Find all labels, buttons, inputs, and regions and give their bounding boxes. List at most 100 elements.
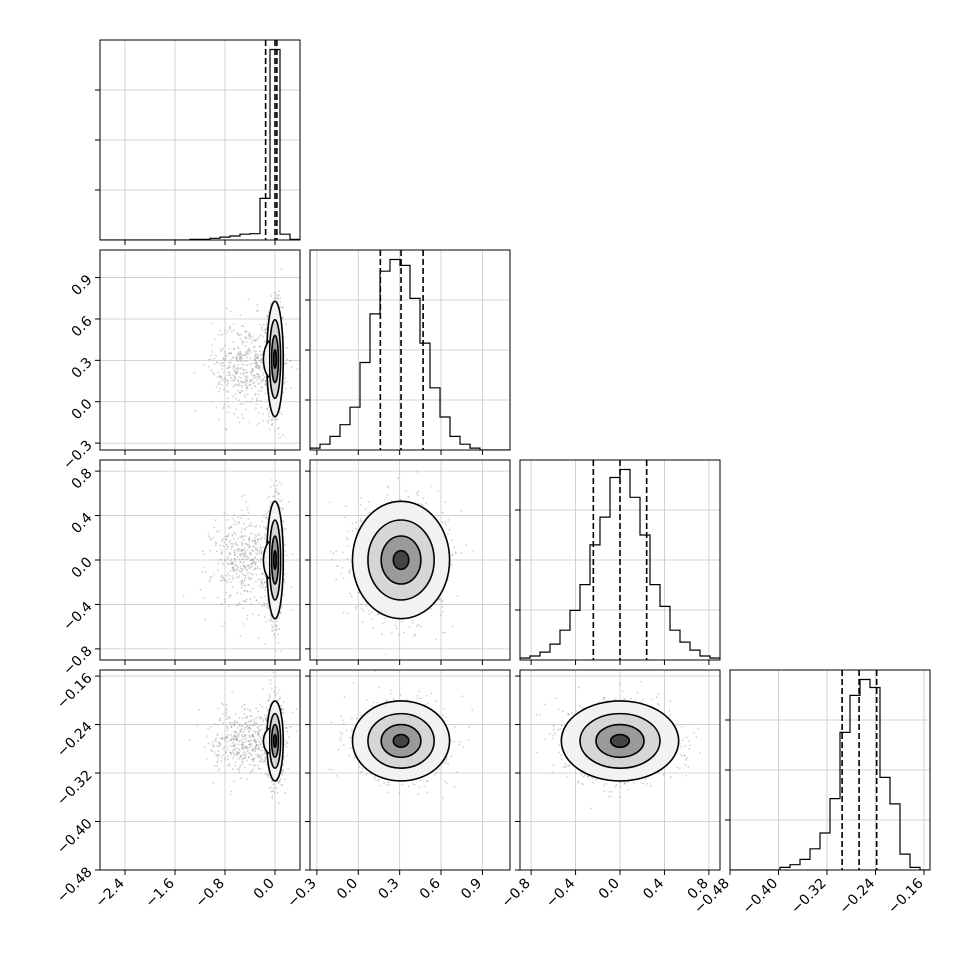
scatter-point bbox=[226, 330, 229, 333]
scatter-point bbox=[414, 633, 417, 636]
scatter-point bbox=[248, 347, 251, 350]
scatter-point bbox=[228, 527, 230, 530]
scatter-point bbox=[237, 566, 239, 569]
scatter-point bbox=[228, 578, 230, 580]
scatter-point bbox=[243, 574, 246, 577]
scatter-point bbox=[232, 329, 235, 332]
scatter-point bbox=[377, 613, 380, 616]
scatter-point bbox=[216, 361, 219, 364]
scatter-point bbox=[269, 303, 272, 306]
scatter-point bbox=[240, 334, 243, 336]
histogram-bin bbox=[410, 298, 420, 450]
scatter-point bbox=[241, 558, 244, 560]
scatter-point bbox=[229, 539, 232, 542]
scatter-point bbox=[229, 359, 232, 361]
scatter-point bbox=[248, 536, 251, 539]
scatter-point bbox=[247, 543, 250, 546]
scatter-point bbox=[211, 401, 214, 403]
scatter-point bbox=[425, 502, 427, 505]
scatter-point bbox=[258, 602, 260, 605]
scatter-point bbox=[230, 526, 232, 529]
scatter-point bbox=[220, 549, 223, 552]
scatter-point bbox=[232, 576, 235, 579]
scatter-point bbox=[238, 558, 241, 561]
scatter-point bbox=[245, 354, 248, 356]
scatter-point bbox=[264, 380, 267, 383]
scatter-point bbox=[256, 303, 259, 306]
scatter-point bbox=[209, 358, 212, 361]
scatter-point bbox=[226, 546, 229, 548]
scatter-point bbox=[252, 369, 255, 371]
scatter-point bbox=[365, 605, 368, 608]
scatter-point bbox=[255, 350, 257, 353]
scatter-point bbox=[257, 390, 260, 392]
scatter-point bbox=[245, 384, 248, 387]
scatter-point bbox=[256, 553, 259, 556]
scatter-point bbox=[231, 331, 233, 333]
scatter-point bbox=[447, 519, 450, 521]
scatter-point bbox=[249, 572, 251, 575]
histogram-step bbox=[310, 258, 510, 450]
scatter-point bbox=[248, 567, 251, 569]
scatter-point bbox=[252, 561, 254, 564]
scatter-point bbox=[229, 570, 232, 572]
scatter-point bbox=[253, 350, 256, 352]
scatter-point bbox=[254, 541, 256, 544]
scatter-point bbox=[229, 374, 232, 376]
scatter-point bbox=[224, 352, 227, 355]
scatter-point bbox=[241, 548, 244, 551]
scatter-point bbox=[237, 346, 240, 349]
scatter-point bbox=[239, 357, 242, 359]
scatter-point bbox=[270, 616, 272, 619]
scatter-point bbox=[261, 582, 264, 585]
scatter-point bbox=[248, 538, 251, 540]
scatter-point bbox=[279, 507, 282, 510]
panel-2-0: −0.8−0.40.00.40.8 bbox=[60, 459, 301, 679]
scatter-point bbox=[242, 402, 245, 405]
scatter-point bbox=[250, 602, 253, 605]
scatter-point bbox=[258, 366, 261, 369]
scatter-point bbox=[240, 549, 243, 552]
scatter-point bbox=[254, 564, 257, 567]
scatter-point bbox=[226, 546, 229, 548]
scatter-point bbox=[255, 552, 257, 555]
scatter-point bbox=[390, 631, 393, 633]
y-tick-label: 0.0 bbox=[69, 554, 96, 581]
scatter-point bbox=[260, 557, 262, 560]
scatter-point bbox=[246, 386, 249, 389]
scatter-point bbox=[387, 486, 390, 489]
scatter-point bbox=[277, 633, 279, 635]
scatter-point bbox=[260, 328, 263, 331]
scatter-point bbox=[253, 525, 256, 528]
scatter-point bbox=[253, 540, 256, 543]
scatter-point bbox=[225, 538, 228, 541]
scatter-point bbox=[244, 584, 247, 587]
scatter-point bbox=[215, 550, 218, 553]
scatter-point bbox=[246, 364, 249, 366]
scatter-point bbox=[226, 562, 229, 565]
scatter-point bbox=[254, 556, 256, 558]
scatter-point bbox=[341, 567, 344, 569]
scatter-point bbox=[273, 633, 275, 636]
scatter-point bbox=[221, 407, 224, 410]
scatter-point bbox=[228, 374, 231, 376]
scatter-point bbox=[264, 616, 266, 619]
scatter-point bbox=[441, 606, 444, 608]
scatter-point bbox=[254, 540, 256, 542]
scatter-point bbox=[232, 562, 235, 565]
scatter-point bbox=[240, 353, 243, 355]
scatter-point bbox=[225, 428, 228, 430]
y-tick-label: 0.0 bbox=[69, 396, 96, 423]
scatter-point bbox=[239, 350, 241, 353]
scatter-point bbox=[239, 358, 241, 360]
scatter-point bbox=[419, 625, 422, 628]
scatter-point bbox=[226, 355, 228, 357]
scatter-point bbox=[239, 360, 242, 363]
scatter-point bbox=[255, 573, 258, 576]
scatter-point bbox=[254, 353, 257, 356]
y-tick-label: −0.8 bbox=[60, 643, 95, 678]
scatter-point bbox=[451, 625, 454, 628]
scatter-point bbox=[239, 367, 242, 370]
scatter-point bbox=[243, 577, 246, 580]
scatter-point bbox=[220, 378, 223, 380]
